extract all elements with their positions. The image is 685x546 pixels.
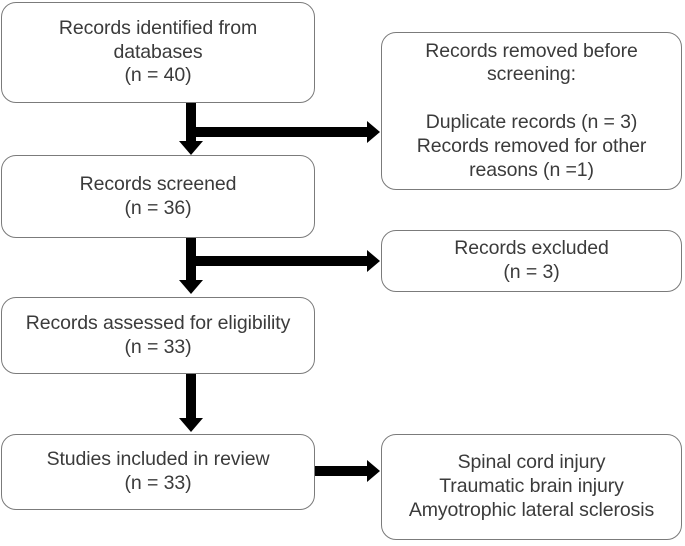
connector-line-vertical bbox=[186, 103, 196, 143]
node-studies-included-label: Studies included in review (n = 33) bbox=[46, 448, 270, 494]
arrow-right-icon bbox=[367, 250, 380, 272]
node-records-screened: Records screened (n = 36) bbox=[1, 155, 315, 238]
node-records-identified-label: Records identified from databases (n = 4… bbox=[58, 16, 258, 87]
connector-line-horizontal bbox=[315, 466, 369, 476]
node-records-identified: Records identified from databases (n = 4… bbox=[1, 2, 315, 103]
node-diagnoses-included: Spinal cord injury Traumatic brain injur… bbox=[381, 434, 682, 540]
arrow-down-icon bbox=[179, 141, 203, 155]
node-records-assessed-label: Records assessed for eligibility (n = 33… bbox=[25, 311, 291, 358]
connector-line-horizontal bbox=[186, 127, 368, 137]
arrow-down-icon bbox=[179, 418, 203, 432]
connector-line-horizontal bbox=[186, 256, 368, 266]
arrow-right-icon bbox=[367, 121, 380, 143]
node-diagnoses-label: Spinal cord injury Traumatic brain injur… bbox=[408, 451, 655, 521]
node-records-assessed: Records assessed for eligibility (n = 33… bbox=[1, 297, 315, 374]
node-records-excluded: Records excluded (n = 3) bbox=[381, 230, 682, 292]
node-records-removed-before-screening: Records removed before screening: Duplic… bbox=[381, 32, 682, 190]
node-records-excluded-label: Records excluded (n = 3) bbox=[454, 237, 609, 283]
arrow-right-icon bbox=[367, 460, 380, 482]
node-studies-included: Studies included in review (n = 33) bbox=[1, 434, 315, 510]
connector-line-vertical bbox=[186, 374, 196, 420]
arrow-down-icon bbox=[179, 280, 203, 294]
node-records-screened-label: Records screened (n = 36) bbox=[79, 172, 237, 219]
node-records-removed-label: Records removed before screening: Duplic… bbox=[416, 39, 647, 181]
